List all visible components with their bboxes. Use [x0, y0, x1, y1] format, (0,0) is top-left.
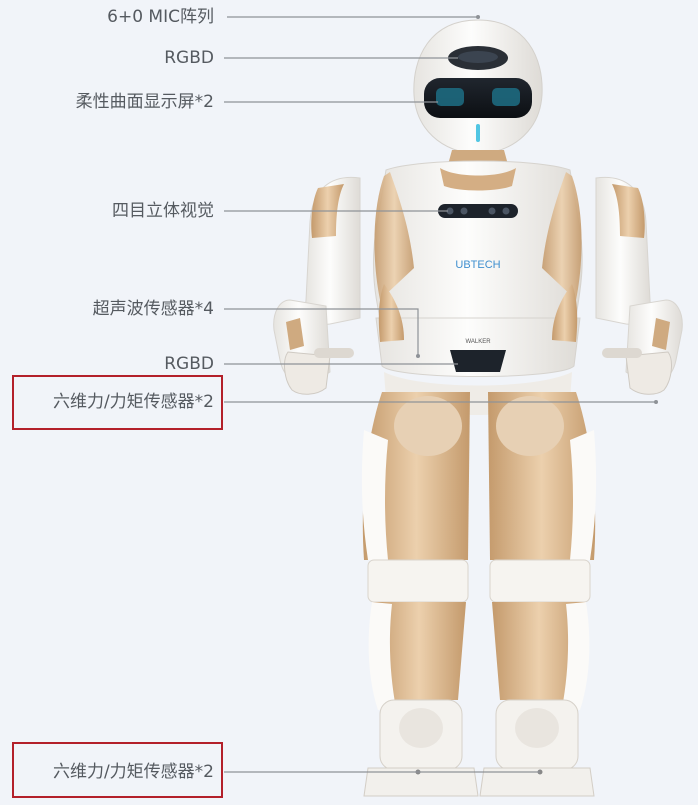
label-flexible-display: 柔性曲面显示屏*2 — [75, 92, 214, 112]
leader-line-ultrasonic — [224, 308, 419, 356]
robot-left-leg — [361, 392, 479, 797]
robot-left-arm — [273, 176, 361, 395]
brand-logo: UBTECH — [455, 259, 500, 271]
label-ankle-force-sensor: 六维力/力矩传感器*2 — [52, 762, 214, 782]
robot-head — [413, 19, 543, 172]
rgbd-waist-camera — [450, 350, 506, 372]
stereo-camera-bar — [438, 204, 518, 218]
label-ultrasonic-sensor: 超声波传感器*4 — [92, 299, 214, 319]
highlight-box-ankle-sensor — [12, 742, 223, 798]
model-logo: WALKER — [465, 339, 491, 345]
label-stereo-vision: 四目立体视觉 — [112, 201, 214, 221]
label-mic-array: 6+0 MIC阵列 — [107, 7, 214, 27]
robot-right-arm — [595, 176, 683, 395]
highlight-box-wrist-sensor — [12, 375, 223, 430]
robot-torso: UBTECH WALKER — [372, 160, 583, 415]
robot-right-leg — [479, 392, 597, 797]
label-rgbd-head: RGBD — [164, 48, 214, 68]
label-rgbd-waist: RGBD — [164, 354, 214, 374]
label-wrist-force-sensor: 六维力/力矩传感器*2 — [52, 392, 214, 412]
leader-lines — [224, 15, 658, 773]
